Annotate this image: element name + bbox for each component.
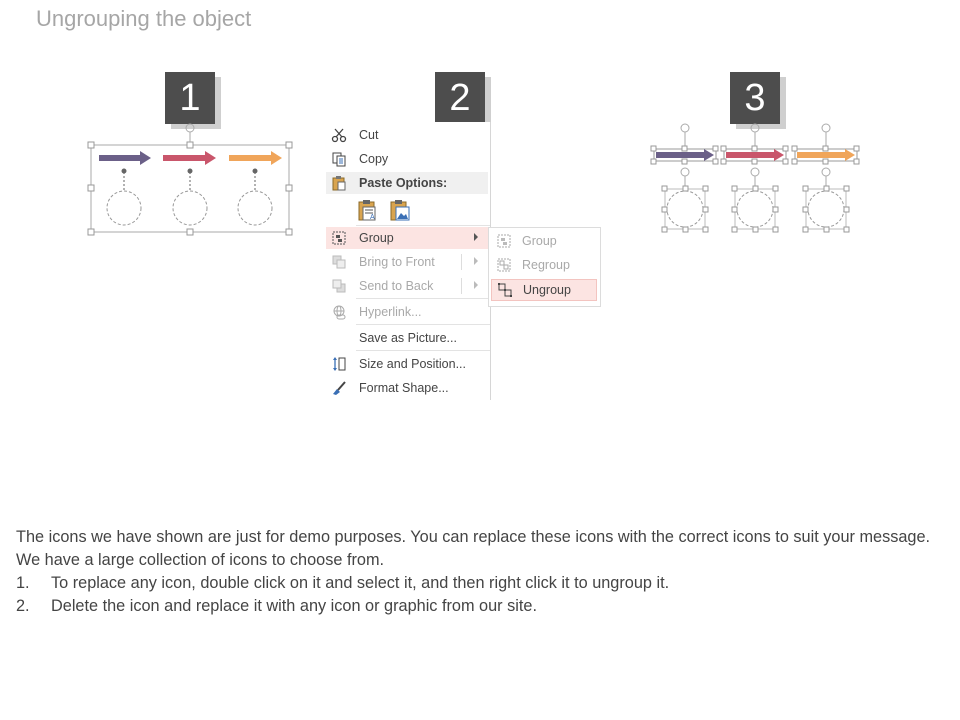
menu-item-cut[interactable]: Cut <box>326 124 488 146</box>
ungroup-icon <box>492 282 518 298</box>
scissors-icon <box>326 127 352 143</box>
group-icon <box>491 233 517 249</box>
step-badge-3: 3 <box>730 72 780 124</box>
copy-icon <box>326 151 352 167</box>
paste-options-row: A <box>356 198 412 225</box>
hyperlink-icon <box>326 304 352 320</box>
menu-paste-options-header: Paste Options: <box>326 172 488 194</box>
send-to-back-icon <box>326 278 352 294</box>
submenu-item-ungroup[interactable]: Ungroup <box>491 279 597 301</box>
submenu-arrow-icon <box>474 281 478 289</box>
group-icon <box>326 230 352 246</box>
menu-separator <box>356 225 490 226</box>
menu-separator <box>356 350 490 351</box>
menu-separator <box>356 298 490 299</box>
size-position-icon <box>326 356 352 372</box>
instruction-step-2: 2. Delete the icon and replace it with a… <box>16 597 537 615</box>
ungrouped-objects-illustration <box>650 123 860 233</box>
menu-item-size-and-position[interactable]: Size and Position... <box>326 353 488 375</box>
submenu-arrow-icon <box>474 233 478 241</box>
instructions-text: The icons we have shown are just for dem… <box>16 526 946 618</box>
step-badge-1: 1 <box>165 72 215 124</box>
menu-separator <box>356 324 490 325</box>
regroup-icon <box>491 257 517 273</box>
context-menu: Cut Copy Paste Options: A Group Bring to… <box>322 122 491 400</box>
instruction-step-1: 1. To replace any icon, double click on … <box>16 574 670 592</box>
submenu-item-group[interactable]: Group <box>491 230 597 252</box>
paste-keep-text-icon[interactable]: A <box>356 198 380 225</box>
submenu-item-regroup[interactable]: Regroup <box>491 254 597 276</box>
bring-to-front-icon <box>326 254 352 270</box>
menu-item-format-shape[interactable]: Format Shape... <box>326 377 488 399</box>
menu-item-bring-to-front[interactable]: Bring to Front <box>326 251 488 273</box>
menu-item-send-to-back[interactable]: Send to Back <box>326 275 488 297</box>
svg-text:A: A <box>370 214 375 221</box>
menu-item-hyperlink[interactable]: Hyperlink... <box>326 301 488 323</box>
submenu-arrow-icon <box>474 257 478 265</box>
menu-item-group[interactable]: Group <box>326 227 488 249</box>
intro-paragraph: The icons we have shown are just for dem… <box>16 528 931 569</box>
page-title: Ungrouping the object <box>36 6 252 31</box>
format-shape-icon <box>326 380 352 396</box>
step-badge-2: 2 <box>435 72 485 124</box>
grouped-object-illustration <box>87 123 293 236</box>
paste-picture-icon[interactable] <box>388 198 412 225</box>
menu-item-copy[interactable]: Copy <box>326 148 488 170</box>
group-submenu: Group Regroup Ungroup <box>488 227 601 307</box>
clipboard-icon <box>326 175 352 191</box>
menu-item-save-as-picture[interactable]: Save as Picture... <box>359 331 457 345</box>
